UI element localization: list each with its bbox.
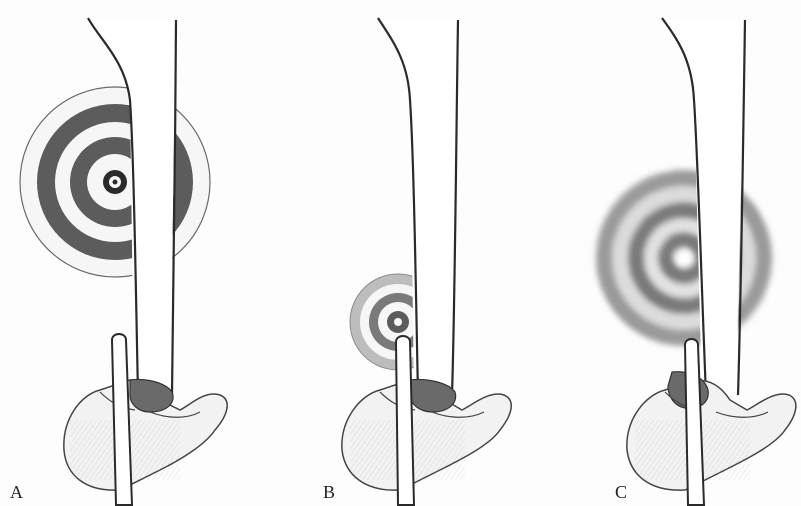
panel-label-b: B [323, 482, 335, 502]
target-c [596, 170, 772, 346]
panel-c: C [596, 18, 796, 505]
panel-label-a: A [10, 482, 23, 502]
panel-b: B [323, 18, 511, 505]
arrow-c [685, 339, 704, 505]
panel-label-c: C [615, 482, 627, 502]
hand-c [627, 372, 796, 490]
arrow-a [112, 334, 132, 505]
target-a [20, 87, 210, 277]
arrow-b [396, 336, 414, 505]
hand-a [64, 380, 227, 491]
hand-b [342, 380, 511, 491]
panel-a: A [10, 18, 227, 505]
